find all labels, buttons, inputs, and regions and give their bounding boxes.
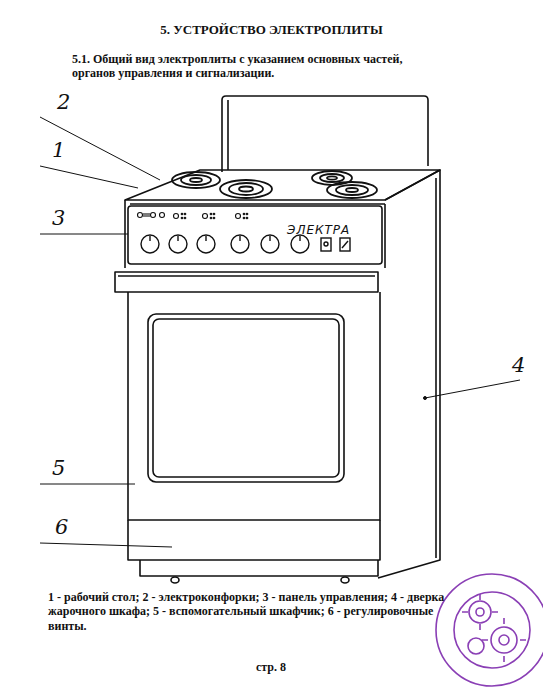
- stove-body-part: [153, 319, 339, 477]
- leader-lines-part: [424, 397, 427, 400]
- stove-body-part: [128, 292, 380, 520]
- leader-lines-part: [40, 484, 135, 485]
- panel-symbols-part: [213, 213, 215, 215]
- stamp-watermark-part: [476, 608, 484, 616]
- control-knobs-part: [169, 235, 187, 253]
- hotplates-part: [229, 183, 263, 195]
- stove-body-part: [140, 560, 378, 576]
- stamp-watermark-part: [469, 601, 491, 623]
- hotplates-part: [239, 187, 253, 192]
- panel-symbols-part: [143, 213, 150, 214]
- control-knobs-part: [231, 235, 249, 253]
- callout-number: 2: [57, 90, 70, 115]
- stamp-watermark: [436, 574, 543, 686]
- stamp-watermark-part: [491, 627, 517, 653]
- panel-symbols-part: [181, 217, 183, 219]
- control-knobs-part: [291, 235, 309, 253]
- panel-symbols-part: [181, 213, 183, 215]
- panel-symbols-part: [151, 213, 156, 218]
- stove-body-part: [130, 203, 385, 205]
- leader-lines-part: [40, 543, 172, 547]
- control-knobs: [141, 235, 350, 253]
- stove-body-part: [115, 272, 378, 292]
- panel-symbols-part: [174, 214, 179, 219]
- panel-symbols-part: [246, 213, 248, 215]
- panel-symbols-part: [210, 217, 212, 219]
- control-knobs-part: [340, 238, 350, 251]
- control-knobs-part: [197, 235, 215, 253]
- hotplates: [172, 171, 377, 198]
- panel-symbols-part: [246, 217, 248, 219]
- panel-symbols-part: [160, 213, 165, 218]
- stove-body-part: [341, 577, 349, 583]
- stamp-watermark-part: [436, 574, 543, 686]
- control-knobs-part: [205, 236, 206, 241]
- control-knobs-part: [177, 236, 178, 241]
- hotplates-part: [327, 182, 377, 198]
- stamp-watermark-part: [499, 635, 509, 645]
- stove-body-part: [171, 577, 179, 583]
- callout-number: 5: [52, 456, 65, 481]
- panel-symbols-part: [143, 215, 150, 216]
- control-knobs-part: [149, 236, 150, 241]
- stove-body-part: [128, 520, 380, 560]
- panel-symbols-part: [203, 214, 208, 219]
- panel-symbols-part: [184, 217, 186, 219]
- brand-label: ЭЛЕКТРА: [287, 223, 350, 237]
- stove-body-part: [148, 314, 344, 482]
- panel-symbols-part: [236, 214, 241, 219]
- hotplates-part: [346, 188, 358, 192]
- panel-symbols-part: [184, 213, 186, 215]
- hotplates-part: [336, 185, 368, 195]
- callout-number: 4: [512, 353, 525, 378]
- hotplates-part: [220, 180, 272, 198]
- hotplates-part: [327, 176, 337, 179]
- stamp-watermark-part: [462, 594, 498, 630]
- control-knobs-part: [269, 236, 270, 241]
- leader-lines: [40, 117, 520, 547]
- stamp-watermark-part: [468, 638, 484, 654]
- leader-lines-part: [40, 166, 138, 188]
- control-knobs-part: [141, 235, 159, 253]
- control-knobs-part: [321, 238, 331, 251]
- stove-body-part: [378, 170, 440, 578]
- control-knobs-part: [261, 235, 279, 253]
- leader-lines-part: [425, 380, 520, 398]
- page-title: 5. УСТРОЙСТВО ЭЛЕКТРОПЛИТЫ: [40, 22, 503, 38]
- callout-number: 1: [52, 138, 65, 163]
- hotplates-part: [172, 172, 220, 188]
- hotplates-part: [320, 174, 344, 182]
- control-knobs-part: [324, 242, 328, 246]
- stove-body-part: [384, 204, 386, 268]
- leader-lines-part: [40, 234, 128, 235]
- parts-caption: 1 - рабочий стол; 2 - электроконфорки; 3…: [48, 590, 448, 633]
- hotplates-part: [190, 178, 202, 182]
- figure-subtitle: 5.1. Общий вид электроплиты с указанием …: [72, 52, 432, 81]
- panel-symbols-part: [210, 213, 212, 215]
- callout-number: 3: [52, 206, 65, 231]
- stamp-watermark-part: [454, 592, 530, 668]
- stove-body-part: [118, 275, 375, 277]
- control-knobs-part: [239, 236, 240, 241]
- stamp-watermark-part: [482, 618, 526, 662]
- panel-symbols-part: [243, 213, 245, 215]
- hotplates-part: [181, 175, 211, 185]
- panel-symbols: [138, 213, 248, 219]
- stove-body-part: [128, 206, 382, 264]
- stove-body-part: [435, 178, 437, 558]
- control-knobs-part: [342, 241, 348, 248]
- panel-symbols-part: [243, 217, 245, 219]
- stove-body-part: [222, 96, 428, 172]
- stove-body: [115, 96, 440, 583]
- page-number: стр. 8: [221, 660, 321, 674]
- callout-number: 6: [55, 515, 68, 540]
- stove-body-part: [227, 100, 229, 170]
- panel-symbols-part: [138, 213, 143, 218]
- panel-symbols-part: [213, 217, 215, 219]
